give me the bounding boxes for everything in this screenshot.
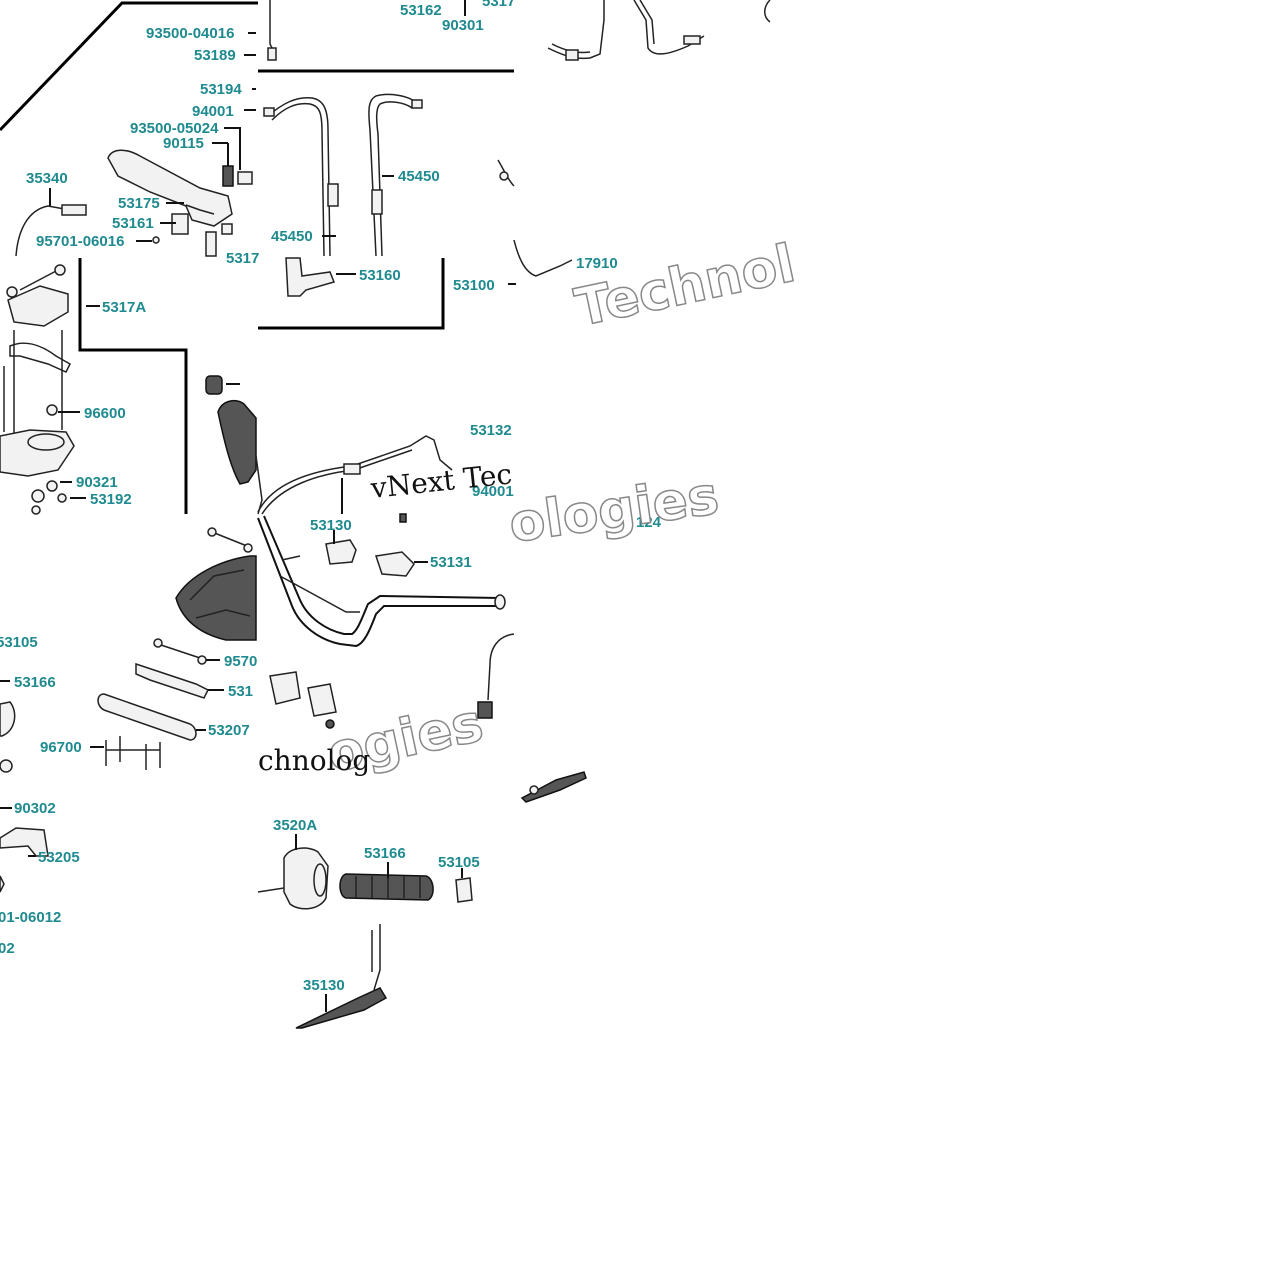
- label-5317-top: 5317: [482, 0, 515, 10]
- label-9570: 9570: [224, 653, 257, 670]
- label-53162: 53162: [400, 2, 442, 19]
- label-53166-a: 53166: [14, 674, 56, 691]
- connector-part: [477, 701, 493, 719]
- watermark-ologies: ologies: [505, 466, 722, 555]
- label-53131: 53131: [430, 554, 472, 571]
- grip-part: [217, 399, 257, 485]
- watermarks: Technol vNext Tec ologies ogies chnolog: [258, 233, 801, 785]
- watermark-technol: Technol: [570, 234, 800, 339]
- label-53130: 53130: [310, 517, 352, 534]
- tile-row2-right: 53100 17910 124: [453, 239, 662, 531]
- label-53207: 53207: [208, 722, 250, 739]
- label-53132: 53132: [470, 422, 512, 439]
- tile-top-left: 93500-04016 53189 53194 94001 93500-0502…: [15, 25, 259, 267]
- label-53175: 53175: [118, 195, 160, 212]
- label-53192: 53192: [90, 491, 132, 508]
- tile-row4-right: [520, 771, 587, 803]
- switch-cable-part: [15, 205, 87, 257]
- label-90321: 90321: [76, 474, 118, 491]
- tile-row3-middle: 53130 53131: [257, 513, 515, 729]
- label-5317-cut: 5317: [226, 250, 259, 267]
- label-53105-b: 53105: [438, 854, 480, 871]
- label-96700: 96700: [40, 739, 82, 756]
- label-53100: 53100: [453, 277, 495, 294]
- label-02: 02: [0, 940, 15, 957]
- label-35340: 35340: [26, 170, 68, 187]
- tile-row2-left: 5317A 96600 90321 53192: [0, 264, 263, 515]
- tile-top-middle: 53162 5317 90301 45450 45450: [263, 0, 515, 257]
- brake-lever-part: [107, 149, 233, 227]
- tile-top-right: [497, 0, 771, 187]
- label-01-06012: 01-06012: [0, 909, 61, 926]
- label-93500-05024: 93500-05024: [130, 120, 219, 137]
- bar-end-part: [205, 375, 223, 395]
- label-96600: 96600: [84, 405, 126, 422]
- clutch-cable-part: [368, 93, 419, 257]
- label-90115: 90115: [163, 135, 204, 152]
- label-124: 124: [636, 514, 662, 531]
- watermark-chnolog: chnolog: [258, 744, 370, 777]
- label-53105-a: 53105: [0, 634, 38, 651]
- label-90302: 90302: [14, 800, 56, 817]
- upper-clamp-b-part: [375, 551, 415, 577]
- label-531: 531: [228, 683, 253, 700]
- tile-row4-middle: 3520A 53166 53105 35130: [257, 817, 480, 1029]
- label-53166-b: 53166: [364, 845, 406, 862]
- label-53205: 53205: [38, 849, 80, 866]
- clutch-lever-part: [285, 257, 336, 297]
- lever-cover-part: [7, 285, 69, 327]
- label-35130: 35130: [303, 977, 345, 994]
- upper-clamp-part: [325, 539, 357, 565]
- label-53194: 53194: [200, 81, 242, 98]
- grip-b-part: [339, 873, 434, 901]
- frame-lines: [0, 1, 514, 514]
- tile-row2-middle: 53160 53132 94001: [257, 257, 514, 515]
- label-95701-06016: 95701-06016: [36, 233, 124, 250]
- label-53160: 53160: [359, 267, 401, 284]
- label-94001-b: 94001: [472, 483, 514, 500]
- label-53189: 53189: [194, 47, 236, 64]
- label-45450-b: 45450: [271, 228, 313, 245]
- label-53161: 53161: [112, 215, 154, 232]
- label-94001: 94001: [192, 103, 234, 120]
- throttle-cable-part: [267, 96, 331, 257]
- handlebar-part: [257, 517, 500, 648]
- tile-row4-left: 90302 53205 01-06012 02: [0, 800, 80, 957]
- label-3520A: 3520A: [273, 817, 317, 834]
- switch-housing-part: [0, 827, 49, 857]
- riser-part: [269, 671, 301, 705]
- crossbar-pad-part: [97, 693, 197, 741]
- label-17910: 17910: [576, 255, 618, 272]
- label-93500-04016: 93500-04016: [146, 25, 234, 42]
- headlight-cover-part: [175, 555, 257, 641]
- grip-sleeve-part: [295, 987, 388, 1029]
- label-45450-a: 45450: [398, 168, 440, 185]
- label-5317A: 5317A: [102, 299, 146, 316]
- label-90301: 90301: [442, 17, 484, 34]
- tile-row3-left: 53105 53166 9570 531 53207 96700: [0, 527, 257, 773]
